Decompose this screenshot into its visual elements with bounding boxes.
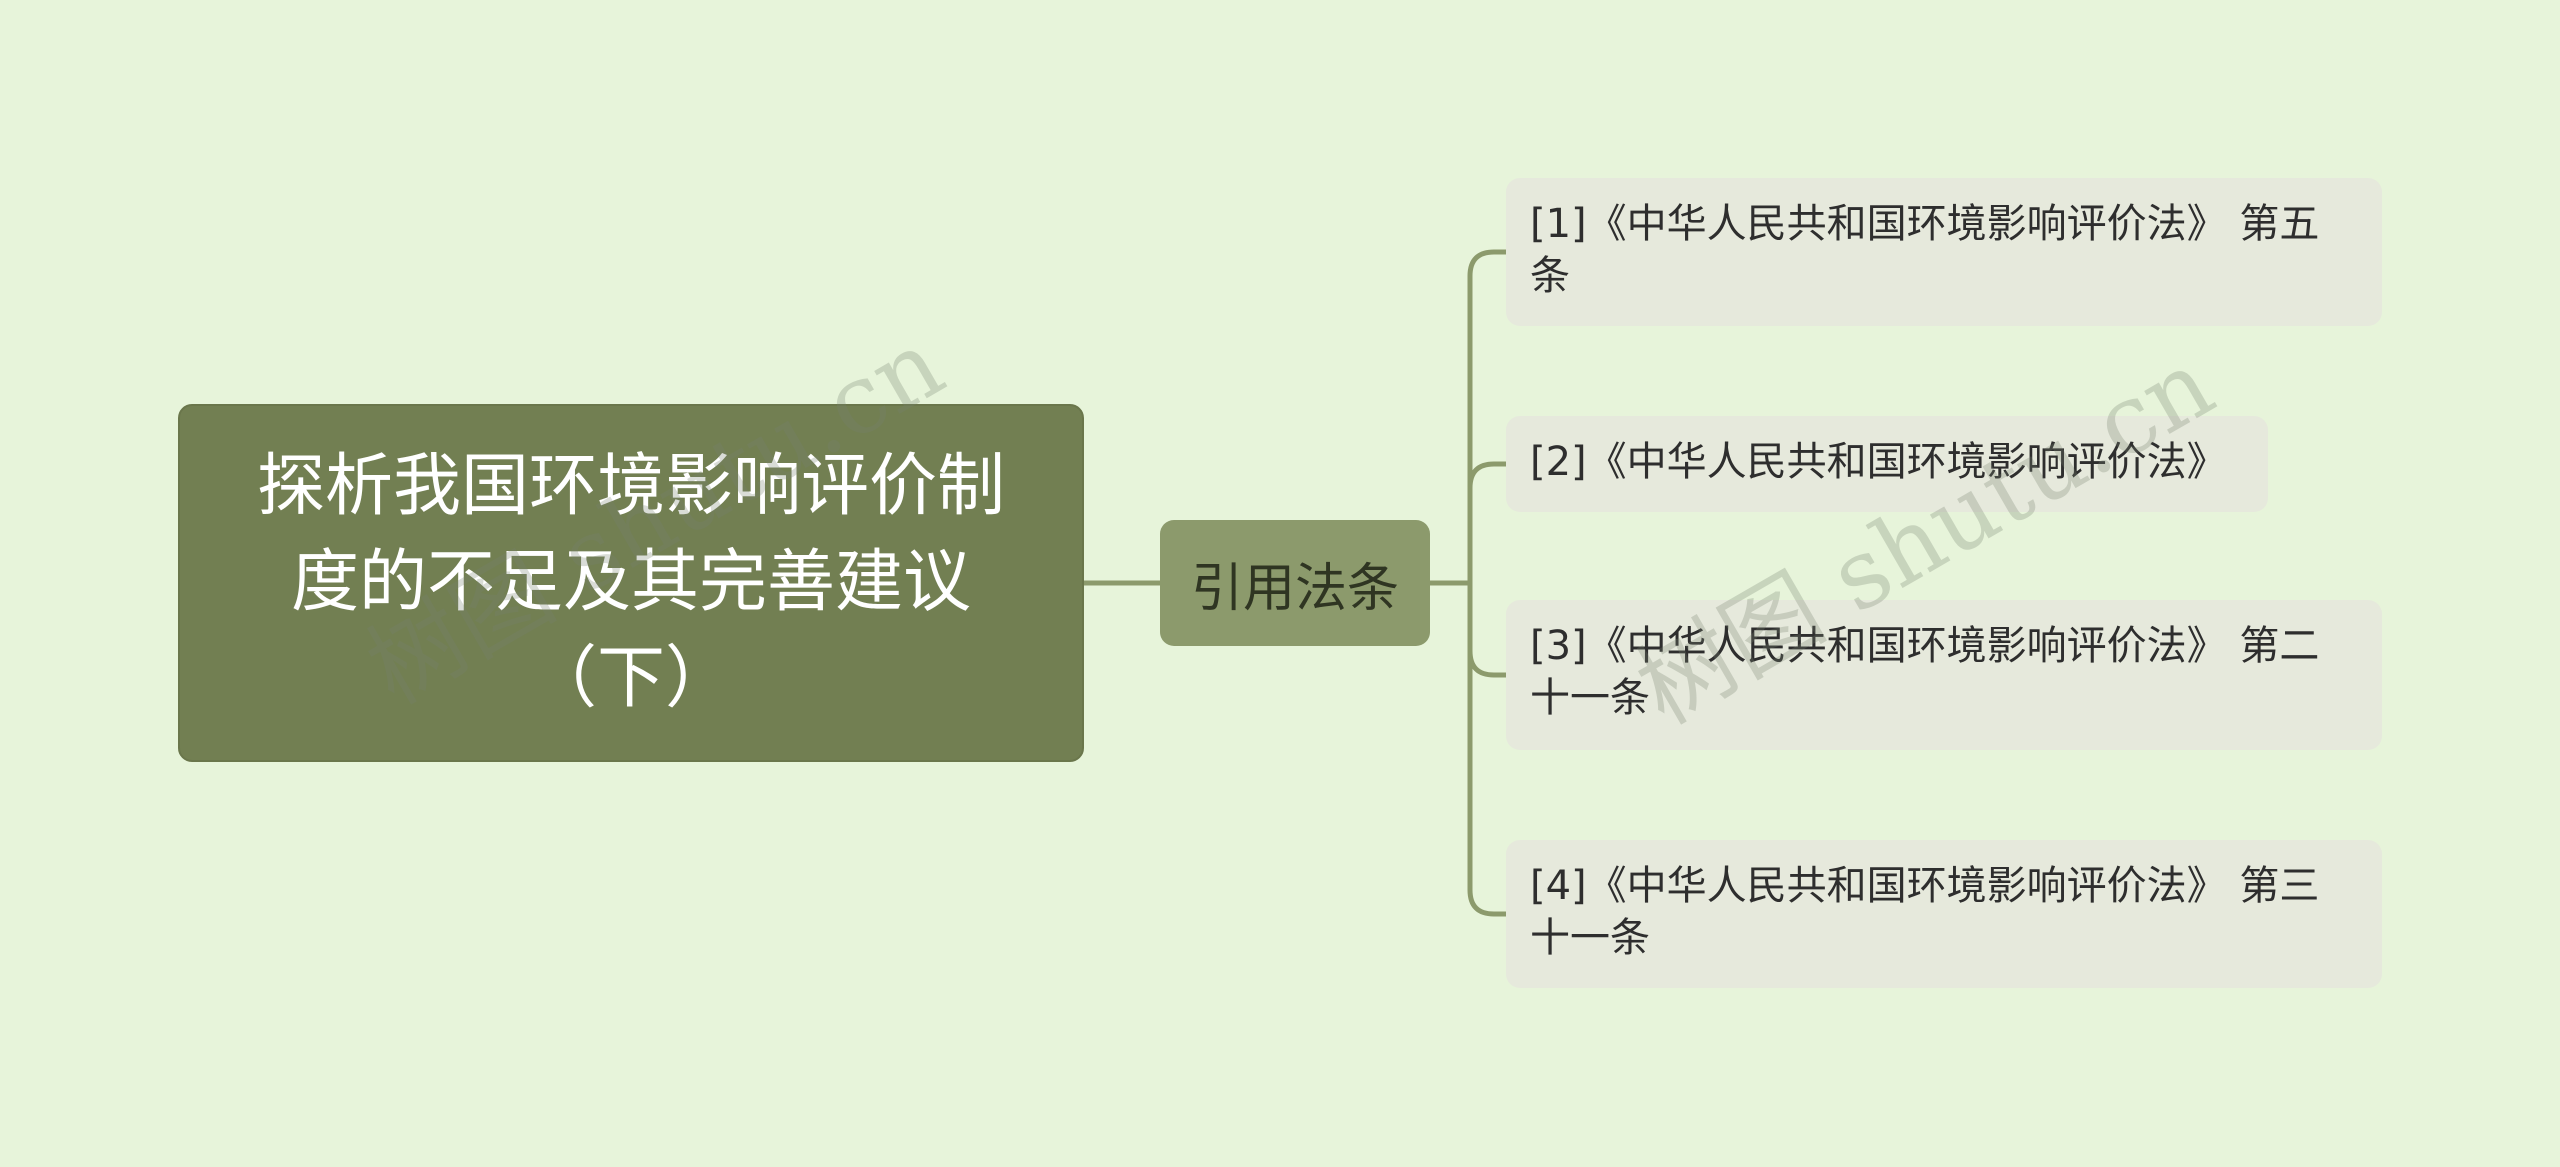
- leaf-topic-label: [4]《中华人民共和国环境影响评价法》 第三十一条: [1530, 863, 2320, 961]
- leaf-topic-3[interactable]: [3]《中华人民共和国环境影响评价法》 第二十一条: [1506, 600, 2382, 750]
- leaf-3-connector: [1467, 583, 1506, 678]
- leaf-1-connector: [1467, 249, 1506, 583]
- branch-topic-label: 引用法条: [1190, 558, 1399, 619]
- leaf-4-connector: [1467, 583, 1506, 917]
- leaf-topic-1[interactable]: [1]《中华人民共和国环境影响评价法》 第五条: [1506, 178, 2382, 326]
- leaf-topic-label: [1]《中华人民共和国环境影响评价法》 第五条: [1530, 201, 2320, 299]
- leaf-topic-label: [3]《中华人民共和国环境影响评价法》 第二十一条: [1530, 623, 2320, 721]
- leaf-2-connector: [1467, 461, 1506, 583]
- leaf-topic-4[interactable]: [4]《中华人民共和国环境影响评价法》 第三十一条: [1506, 840, 2382, 988]
- root-topic-label: 探析我国环境影响评价制度的不足及其完善建议（下）: [256, 447, 1005, 718]
- leaf-topic-label: [2]《中华人民共和国环境影响评价法》: [1530, 439, 2227, 485]
- root-topic[interactable]: 探析我国环境影响评价制度的不足及其完善建议（下）: [178, 404, 1084, 762]
- branch-topic[interactable]: 引用法条: [1160, 520, 1430, 646]
- leaf-topic-2[interactable]: [2]《中华人民共和国环境影响评价法》: [1506, 416, 2268, 512]
